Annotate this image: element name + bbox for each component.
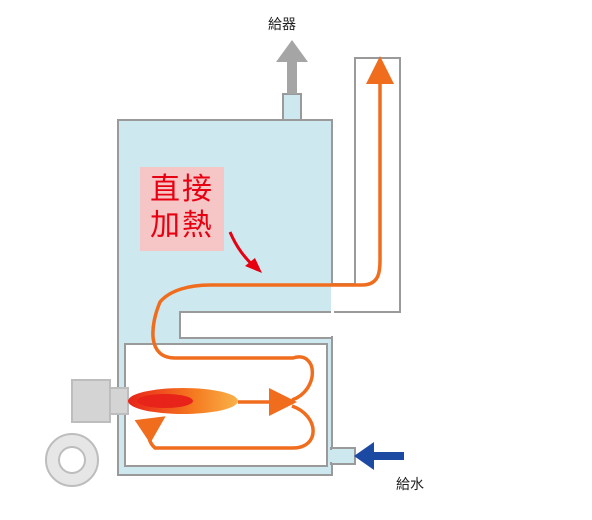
inlet-pipe — [330, 447, 356, 465]
burner-blower — [45, 379, 129, 487]
supply-outlet — [282, 93, 302, 123]
hot-gas-return — [151, 56, 394, 402]
inlet-label: 給水 — [396, 477, 424, 493]
direct-heating-line1: 直接 — [150, 172, 214, 207]
burner-flame — [128, 388, 238, 414]
inlet-arrow — [354, 442, 404, 470]
supply-arrow — [276, 40, 308, 94]
direct-heating-label: 直接 加熱 — [140, 167, 224, 251]
hot-gas-lower — [134, 404, 315, 450]
direct-heating-line2: 加熱 — [150, 208, 214, 243]
supply-label: 給器 — [268, 17, 296, 33]
label-pointer-head — [245, 258, 262, 273]
